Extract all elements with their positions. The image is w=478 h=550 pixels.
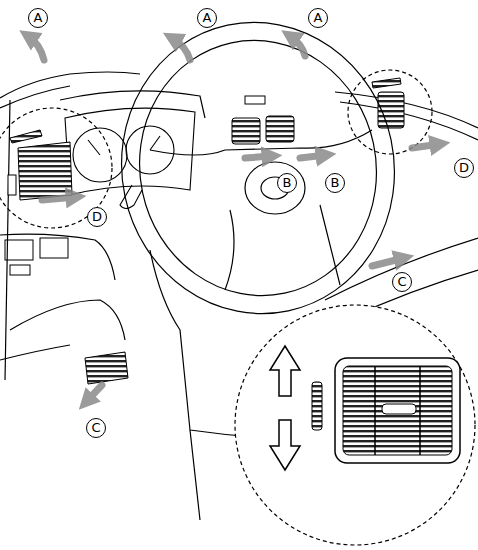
- callout-letter: A: [308, 8, 328, 28]
- right-vent-circle: [348, 70, 432, 154]
- dash-lower-left: [0, 234, 115, 280]
- callout-letter: B: [277, 173, 297, 193]
- callout-letter: A: [28, 8, 48, 28]
- callout-letter: B: [325, 173, 345, 193]
- callout-letter: A: [197, 8, 217, 28]
- cluster-face: [65, 108, 195, 195]
- airflow-arrow: [245, 156, 272, 158]
- vent-tab: [382, 404, 416, 414]
- console-side: [190, 430, 200, 520]
- steering-wheel: [95, 0, 422, 339]
- side-demist-slot: [372, 78, 401, 88]
- airflow-arrow: [28, 36, 44, 60]
- centre-vent: [232, 118, 260, 144]
- wheel-hub: [245, 162, 305, 214]
- vent-wheel: [8, 175, 16, 195]
- airflow-arrow: [172, 38, 190, 60]
- gauge-needle: [150, 136, 160, 150]
- knee-panel: [10, 300, 125, 340]
- airflow-arrow: [42, 197, 76, 200]
- airflow-arrow: [86, 385, 102, 402]
- callout-letter: D: [454, 158, 474, 178]
- left-vent: [18, 142, 72, 200]
- centre-vent: [266, 116, 294, 142]
- switch: [40, 238, 68, 258]
- gauge-needle: [88, 140, 100, 155]
- vent-slats-area: [343, 366, 452, 455]
- thumb-wheel: [312, 382, 322, 430]
- gauge: [73, 128, 127, 182]
- callout-letter: C: [392, 272, 412, 292]
- up-arrow: [270, 346, 300, 396]
- left-vent-circle: [0, 108, 112, 228]
- instrument-cluster: [65, 108, 195, 208]
- airflow-arrow: [412, 144, 440, 148]
- dash-top-right: [335, 92, 478, 128]
- inset-vent: [270, 346, 460, 470]
- wheel-spoke: [225, 205, 340, 290]
- detail-circles: [0, 70, 475, 545]
- down-arrow: [270, 420, 300, 470]
- callout-letter: D: [87, 207, 107, 227]
- inset-circle: [235, 305, 475, 545]
- side-demist-slot: [10, 130, 42, 143]
- wheel-rim-outer: [95, 0, 422, 339]
- airflow-arrow: [290, 36, 305, 56]
- airflow-arrow: [372, 258, 404, 266]
- dash-lower-right: [325, 238, 478, 300]
- switch-panel: [5, 238, 68, 275]
- callout-letter: C: [86, 418, 106, 438]
- airflow-arrow: [300, 155, 326, 158]
- vent-divider: [374, 366, 376, 455]
- hazard-switch: [245, 96, 265, 104]
- wheel-spoke: [150, 130, 372, 155]
- wheel-rim-inner: [116, 18, 400, 317]
- vent-frame: [335, 358, 460, 463]
- dash-top-left: [0, 72, 140, 98]
- airflow-arrows: [28, 36, 440, 402]
- vent-divider: [419, 366, 421, 455]
- switch: [10, 265, 30, 275]
- switch: [5, 240, 33, 260]
- lower-trim: [0, 345, 70, 360]
- footwell-vent: [85, 352, 128, 384]
